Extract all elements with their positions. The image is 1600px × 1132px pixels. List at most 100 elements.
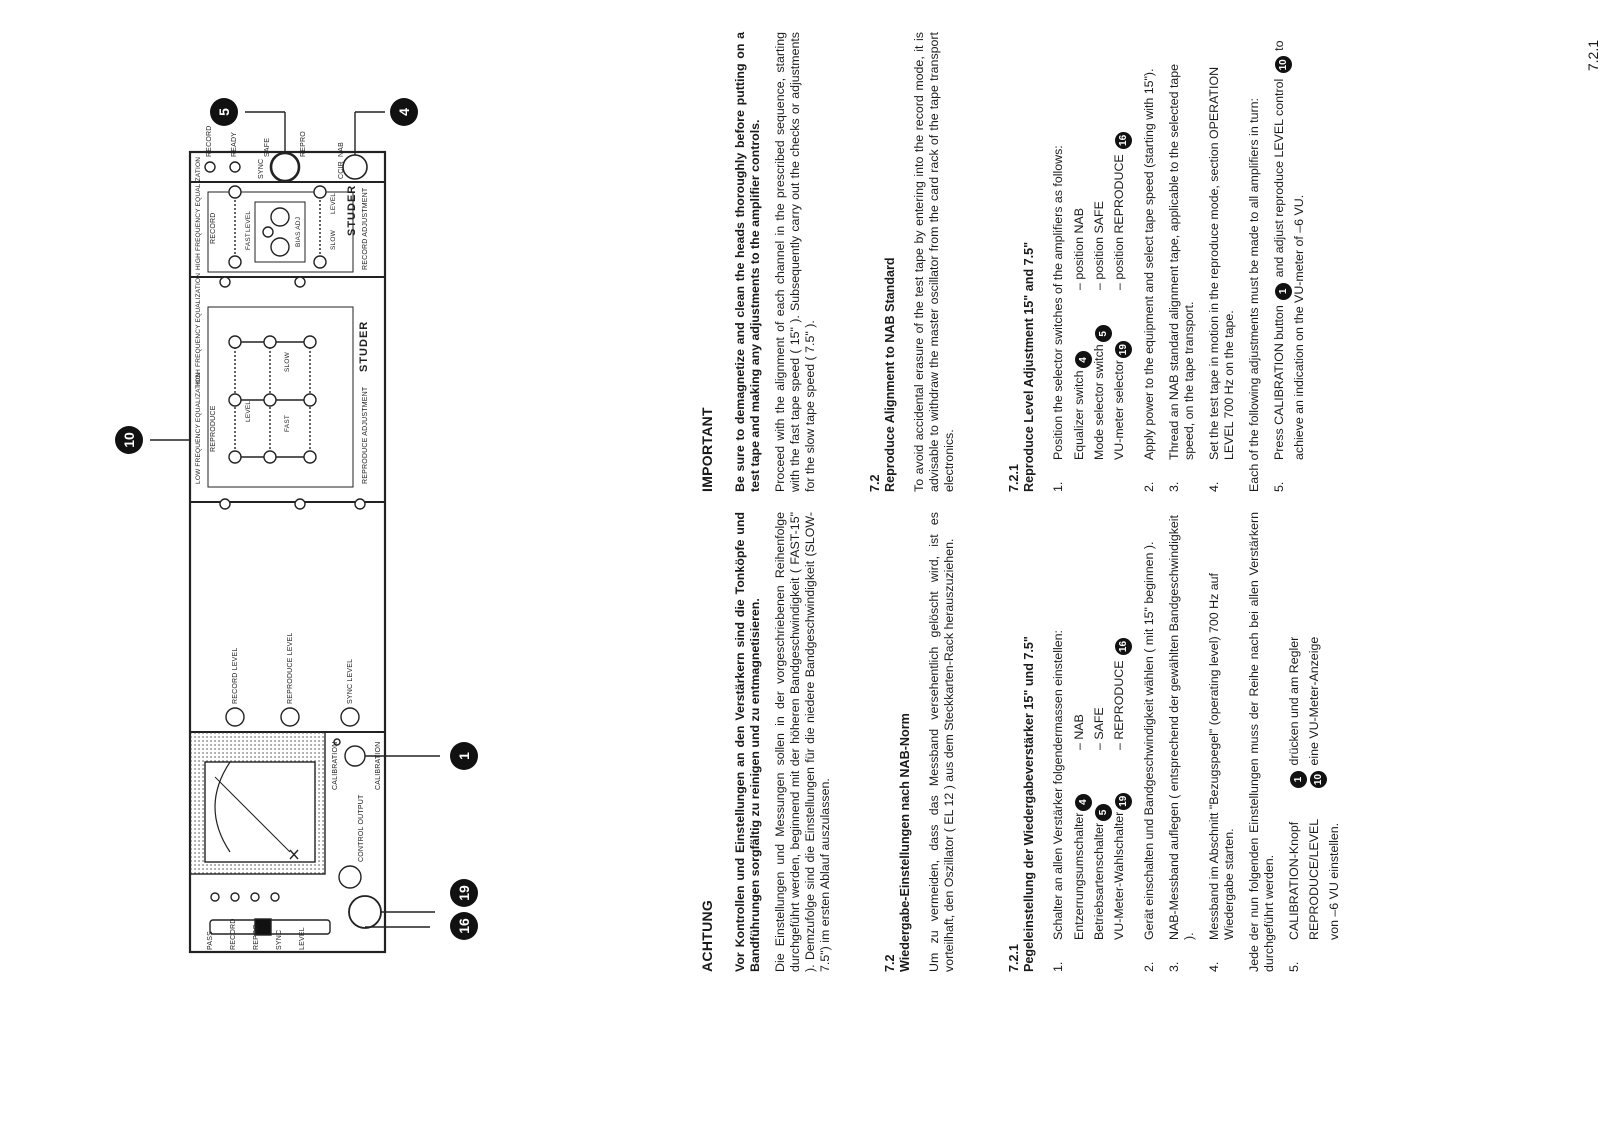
calibration-button [344, 745, 366, 767]
record-card-title: RECORD [210, 212, 217, 244]
german-step-5-part-e: von –6 VU einstellen. [1327, 822, 1341, 940]
english-step-5-number: 5. [1272, 481, 1286, 492]
callout-19: 19 [450, 879, 478, 907]
german-set1-ref: 4 [1075, 793, 1092, 811]
german-step-5-ref1: 1 [1290, 771, 1307, 788]
german-step-2-text: Gerät einschalten und Bandgeschwindigkei… [1142, 541, 1156, 940]
english-section-7-2-1-heading: 7.2.1 Reproduce Level Adjustment 15" and… [1007, 32, 1037, 492]
german-step-5: 5. CALIBRATION-Knopf 1 drücken und am Re… [1287, 512, 1342, 972]
english-set1-ref: 4 [1075, 351, 1092, 369]
german-step-5-part-d: eine VU-Meter-Anzeige [1307, 636, 1321, 766]
label-reproduce-level: REPRODUCE LEVEL [287, 632, 294, 704]
german-important-title: ACHTUNG [699, 899, 715, 972]
amplifier-panel-diagram: 16 19 1 10 5 4 PASS RECORD REPRO SYNC LE… [115, 42, 670, 1062]
german-step-3: 3. NAB-Messband auflegen ( entsprechend … [1167, 512, 1197, 972]
english-important-text: Proceed with the alignment of each chann… [773, 32, 817, 492]
label-right-nab: NAB [338, 142, 345, 157]
repro-low-freq-label: LOW FREQUENCY EQUALIZATION [195, 372, 202, 484]
record-slow-label: SLOW [330, 230, 337, 250]
german-step-4-text: Messband im Abschnitt "Bezugspegel" (ope… [1207, 573, 1236, 940]
english-step-4-text: Set the test tape in motion in the repro… [1207, 66, 1236, 460]
german-section-7-2-heading: 7.2 Wiedergabe-Einstellungen nach NAB-No… [883, 512, 913, 972]
german-section-7-2-1-title: Pegeleinstellung der Wiedergabeverstärke… [1022, 636, 1036, 972]
label-right-repro: REPRO [300, 131, 307, 157]
label-right-ready: READY [231, 131, 238, 157]
german-step-5-part-a: CALIBRATION-Knopf [1287, 821, 1301, 940]
studer-logo-1: STUDER [358, 320, 370, 372]
record-adjustment-label: RECORD ADJUSTMENT [362, 187, 369, 270]
label-right-safe: SAFE [264, 137, 271, 157]
label-repro: REPRO [253, 924, 260, 950]
english-step-5-ref2: 10 [1275, 56, 1292, 74]
english-column: IMPORTANT Be sure to demagnetize and cle… [699, 32, 1317, 493]
english-step-1-text: Position the selector switches of the am… [1051, 145, 1065, 460]
german-step-4-number: 4. [1207, 961, 1221, 972]
label-pass: PASS [207, 931, 214, 950]
german-note: Jede der nun folgenden Einstellungen mus… [1247, 512, 1276, 972]
german-set2-ref: 5 [1095, 803, 1112, 821]
callout-10: 10 [115, 426, 143, 454]
english-step-2-text: Apply power to the equipment and select … [1142, 68, 1156, 461]
english-section-7-2-heading: 7.2 Reproduce Alignment to NAB Standard [868, 32, 898, 492]
german-set1-name: Entzerrungsumschalter [1072, 812, 1086, 940]
german-step-4: 4. Messband im Abschnitt "Bezugspegel" (… [1207, 512, 1237, 972]
english-set1-name: Equalizer switch [1072, 370, 1086, 460]
record-fast-label: FAST [245, 232, 252, 250]
english-important-bold: Be sure to demagnetize and clean the hea… [733, 32, 762, 492]
record-level-label-2: LEVEL [330, 192, 337, 214]
german-set3-ref: 19 [1115, 792, 1132, 810]
german-set3-value: – REPRODUCE [1112, 660, 1126, 750]
page-section-code: 7.2.1 [1585, 40, 1600, 72]
german-set2-value: – SAFE [1092, 707, 1106, 750]
german-step-1-text: Schalter an allen Verstärker folgenderma… [1051, 630, 1065, 940]
english-step-4-number: 4. [1207, 481, 1221, 492]
label-sync-level: SYNC LEVEL [347, 658, 354, 704]
english-step-3-number: 3. [1167, 481, 1181, 492]
german-column: ACHTUNG Vor Kontrollen und Einstellungen… [699, 512, 1352, 972]
german-step-5-ref2: 10 [1310, 771, 1327, 788]
english-section-7-2-text: To avoid accidental erasure of the test … [912, 32, 956, 492]
repro-fast-label: FAST [284, 414, 291, 432]
english-set2-name: Mode selector switch [1092, 344, 1106, 460]
english-switch-settings: Equalizer switch4 – position NAB Mode se… [1072, 32, 1132, 460]
german-step-5-number: 5. [1287, 961, 1301, 972]
english-set2-value: – position SAFE [1092, 201, 1106, 290]
german-step-5-part-c: REPRODUCE/LEVEL [1307, 818, 1321, 940]
english-important-title: IMPORTANT [699, 407, 715, 492]
label-right-record: RECORD [206, 125, 213, 157]
german-set3-name: VU-Meter-Wahlschalter [1112, 811, 1126, 940]
english-step-1-number: 1. [1051, 481, 1065, 492]
german-section-7-2-text: Um zu vermeiden, dass das Messband verse… [927, 512, 956, 972]
repro-slow-label: SLOW [284, 352, 291, 372]
vu-selector-knob [348, 895, 382, 929]
english-step-2-number: 2. [1142, 481, 1156, 492]
record-level-label-1: LEVEL [245, 210, 252, 232]
german-set2-name: Betriebsartenschalter [1092, 822, 1106, 940]
german-switch-settings: Entzerrungsumschalter4 – NAB Betriebsart… [1072, 512, 1132, 940]
equalizer-switch [342, 154, 368, 180]
english-set2-ref: 5 [1095, 325, 1112, 343]
german-important-bold: Vor Kontrollen und Einstellungen an den … [733, 512, 762, 972]
german-set3-ref2: 16 [1115, 638, 1132, 656]
english-section-7-2-1-number: 7.2.1 [1007, 463, 1021, 492]
record-high-freq-label: HIGH FREQUENCY EQUALIZATION [195, 156, 202, 270]
label-control-output: CONTROL OUTPUT [358, 794, 365, 863]
english-set3-ref: 19 [1115, 341, 1132, 359]
english-section-7-2-title: Reproduce Alignment to NAB Standard [883, 257, 897, 492]
german-section-7-2-1-number: 7.2.1 [1007, 943, 1021, 972]
english-step-5-ref1: 1 [1275, 282, 1292, 300]
german-step-5-part-b: drücken und am Regler [1287, 636, 1301, 766]
repro-level-label: LEVEL [245, 400, 252, 422]
label-calibration-2: CALIBRATION [332, 741, 339, 790]
english-set1-value: – position NAB [1072, 208, 1086, 290]
label-right-ccir: CCIR [338, 161, 345, 179]
panel-drawing [145, 111, 440, 954]
callout-5: 5 [210, 98, 238, 126]
english-note: Each of the following adjustments must b… [1247, 98, 1261, 492]
label-sync: SYNC [276, 929, 283, 950]
callout-16: 16 [450, 912, 478, 940]
german-step-3-text: NAB-Messband auflegen ( entsprechend der… [1167, 515, 1196, 940]
english-step-2: 2. Apply power to the equipment and sele… [1142, 32, 1157, 493]
english-step-1: 1. Position the selector switches of the… [1051, 32, 1132, 492]
english-step-3-text: Thread an NAB standard alignment tape, a… [1167, 63, 1196, 460]
